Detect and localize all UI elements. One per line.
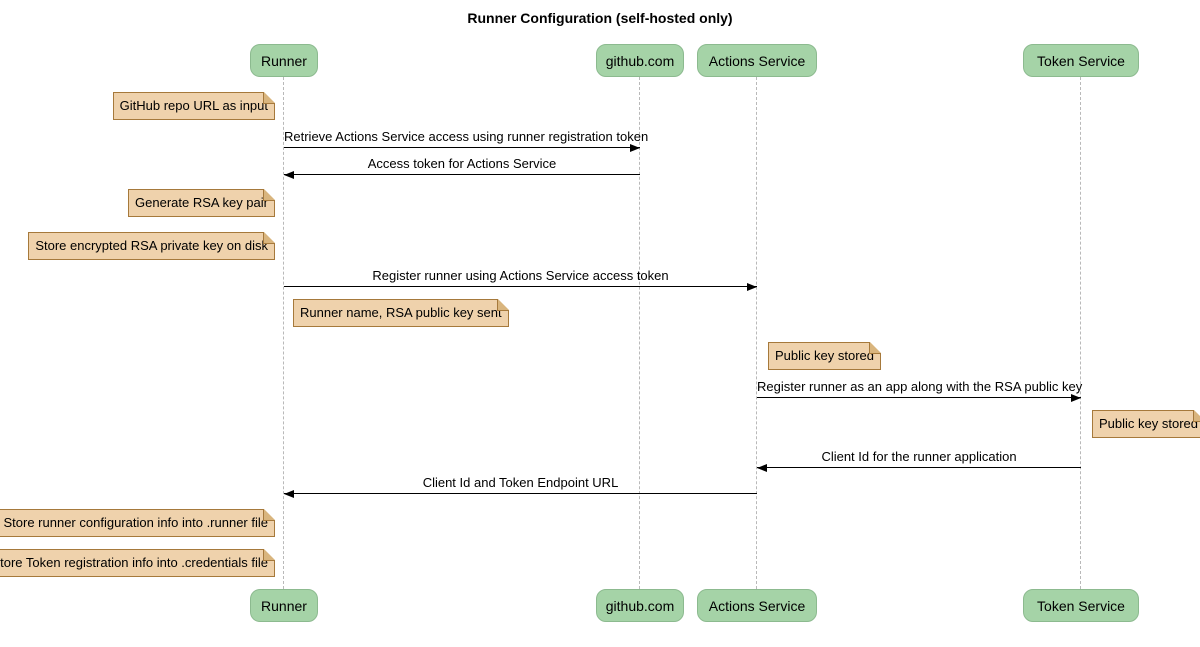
- message-line: [757, 464, 1081, 472]
- note-github-repo-url: GitHub repo URL as input: [112, 92, 275, 120]
- note-generate-rsa-key-pair: Generate RSA key pair: [128, 189, 275, 217]
- message-line: [284, 283, 757, 291]
- arrowhead-right-icon: [1071, 394, 1081, 402]
- arrowhead-right-icon: [630, 144, 640, 152]
- note-fold-icon: [496, 299, 509, 311]
- message-access-token-for-actions-service: Access token for Actions Service: [284, 156, 640, 179]
- note-store-token-registration: Store Token registration info into .cred…: [0, 549, 275, 577]
- note-text: Public key stored: [1099, 416, 1198, 431]
- arrowhead-left-icon: [284, 490, 294, 498]
- note-text: Runner name, RSA public key sent: [300, 305, 502, 320]
- note-runner-name-rsa-public-key: Runner name, RSA public key sent: [293, 299, 509, 327]
- arrowhead-left-icon: [757, 464, 767, 472]
- note-store-encrypted-rsa-private-key: Store encrypted RSA private key on disk: [28, 232, 275, 260]
- note-fold-icon: [263, 509, 275, 521]
- participant-actions-service-top: Actions Service: [697, 44, 817, 77]
- lifeline-github-com: [639, 77, 640, 589]
- lifeline-token-service: [1080, 77, 1081, 589]
- note-fold-icon: [263, 92, 275, 104]
- diagram-title: Runner Configuration (self-hosted only): [467, 10, 733, 26]
- note-fold-icon: [263, 189, 275, 201]
- lifeline-actions-service: [756, 77, 757, 589]
- message-label: Register runner as an app along with the…: [757, 379, 1083, 394]
- note-text: Store Token registration info into .cred…: [0, 555, 268, 570]
- message-label: Retrieve Actions Service access using ru…: [284, 129, 649, 144]
- note-fold-icon: [263, 232, 275, 244]
- note-text: GitHub repo URL as input: [119, 98, 268, 113]
- message-label: Access token for Actions Service: [367, 156, 557, 171]
- participant-token-service-top: Token Service: [1023, 44, 1139, 77]
- participant-github-com-bottom: github.com: [596, 589, 684, 622]
- note-fold-icon: [1193, 410, 1200, 422]
- message-line: [757, 394, 1081, 402]
- message-line: [284, 171, 640, 179]
- message-retrieve-actions-service-access: Retrieve Actions Service access using ru…: [284, 129, 649, 152]
- note-fold-icon: [869, 342, 881, 354]
- message-client-id-and-token-endpoint-url: Client Id and Token Endpoint URL: [284, 475, 757, 498]
- participant-runner-top: Runner: [250, 44, 318, 77]
- message-label: Client Id and Token Endpoint URL: [422, 475, 619, 490]
- message-client-id-for-runner-application: Client Id for the runner application: [757, 449, 1081, 472]
- arrowhead-right-icon: [747, 283, 757, 291]
- participant-token-service-bottom: Token Service: [1023, 589, 1139, 622]
- lifeline-runner: [283, 77, 284, 589]
- participant-runner-bottom: Runner: [250, 589, 318, 622]
- message-line: [284, 490, 757, 498]
- message-label: Client Id for the runner application: [821, 449, 1017, 464]
- note-public-key-stored-token: Public key stored: [1092, 410, 1200, 438]
- note-text: Store encrypted RSA private key on disk: [35, 238, 268, 253]
- note-store-runner-configuration: Store runner configuration info into .ru…: [0, 509, 275, 537]
- message-register-runner-as-app: Register runner as an app along with the…: [757, 379, 1083, 402]
- note-text: Public key stored: [775, 348, 874, 363]
- participant-actions-service-bottom: Actions Service: [697, 589, 817, 622]
- message-line: [284, 144, 640, 152]
- participant-github-com-top: github.com: [596, 44, 684, 77]
- note-public-key-stored-actions: Public key stored: [768, 342, 881, 370]
- note-text: Store runner configuration info into .ru…: [3, 515, 269, 530]
- arrowhead-left-icon: [284, 171, 294, 179]
- note-text: Generate RSA key pair: [135, 195, 268, 210]
- note-fold-icon: [263, 549, 275, 561]
- message-register-runner: Register runner using Actions Service ac…: [284, 268, 757, 291]
- message-label: Register runner using Actions Service ac…: [372, 268, 669, 283]
